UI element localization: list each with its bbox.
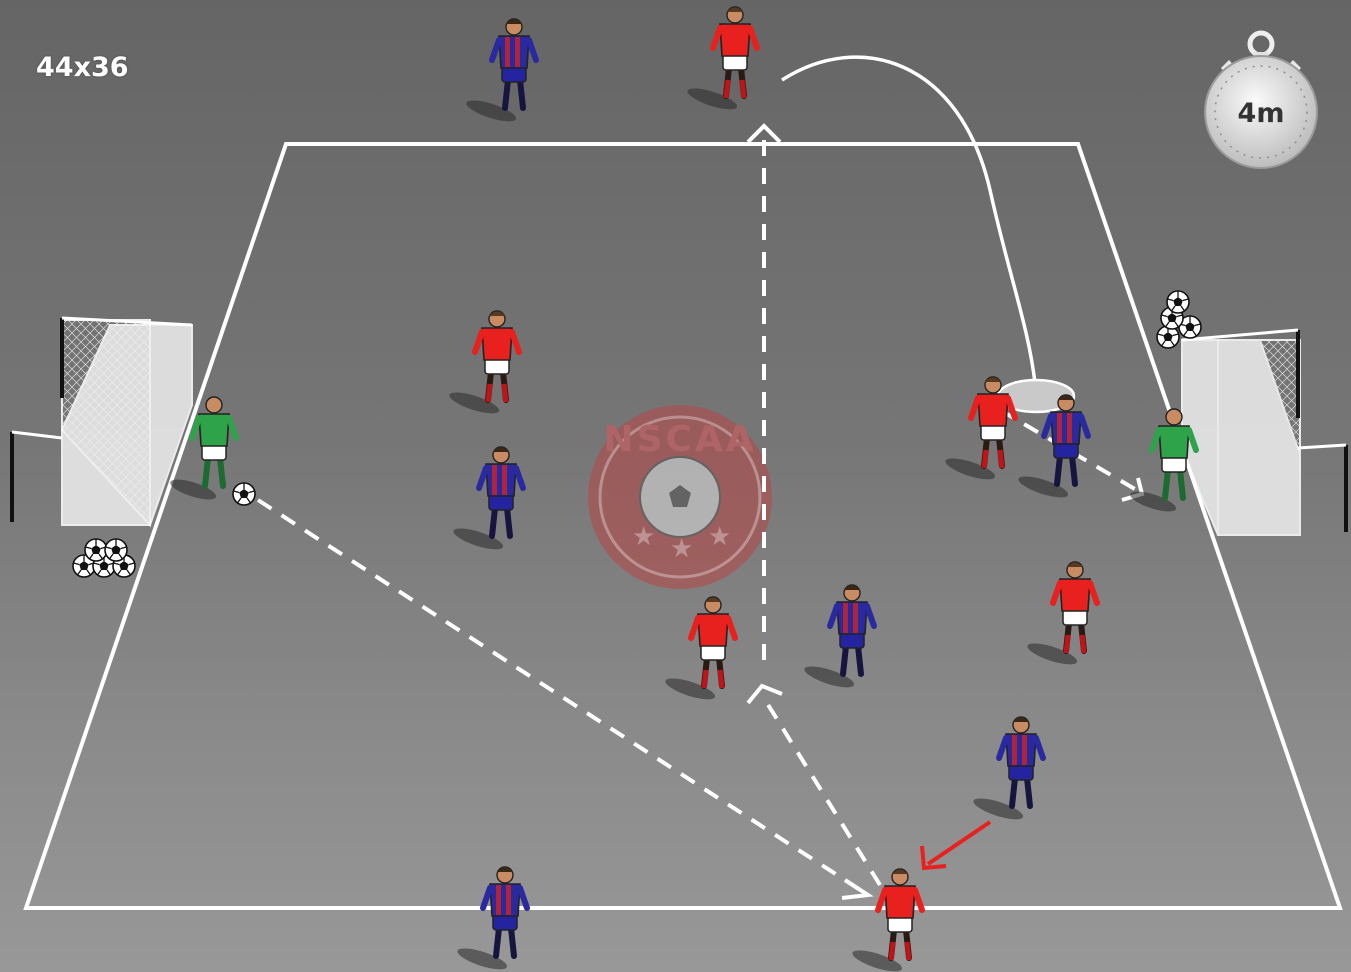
player-blue-bottom: [455, 867, 527, 972]
pass-line-keeper-to-striker: [258, 500, 868, 895]
svg-text:★: ★: [708, 522, 731, 552]
player-blue-center: [802, 585, 874, 692]
player-blue-right-deep: [971, 717, 1043, 824]
svg-text:★: ★: [632, 522, 655, 552]
soccer-ball-icon: [233, 483, 255, 505]
stopwatch-icon: 4m: [1205, 33, 1317, 168]
right-goal-icon: [1182, 330, 1346, 535]
pressure-arrow: [922, 822, 990, 868]
field-size-label: 44x36: [36, 52, 129, 83]
player-red-center: [663, 597, 735, 704]
player-red-top-kicker: [685, 7, 757, 114]
timer-label: 4m: [1238, 98, 1285, 129]
lofted-pass-arc: [782, 57, 1036, 392]
player-red-right-wide: [1025, 562, 1097, 669]
player-blue-top: [464, 19, 536, 126]
player-blue-left-mid: [451, 447, 523, 554]
player-red-bottom-striker: [850, 869, 922, 972]
logo-text: NSCAA: [603, 419, 756, 460]
nscaa-logo-icon: NSCAA ★ ★ ★: [588, 405, 772, 589]
pass-line-layoff: [762, 695, 880, 885]
ball-pile-left: [73, 539, 135, 577]
player-red-left-mid: [447, 311, 519, 418]
svg-text:★: ★: [670, 534, 693, 564]
